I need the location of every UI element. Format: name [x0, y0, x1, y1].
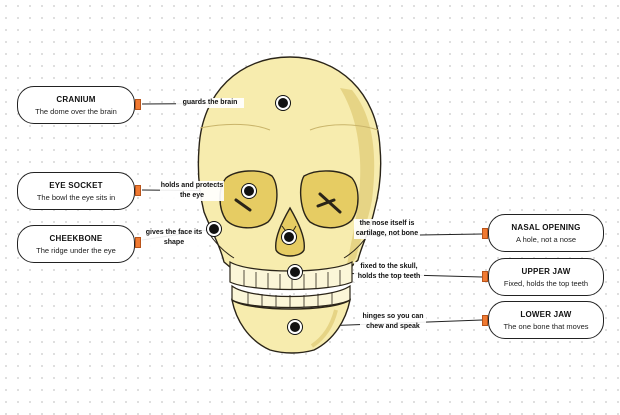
- note-lower-jaw: hinges so you can chew and speak: [360, 312, 426, 332]
- callout-cheekbone: CHEEKBONE The ridge under the eye: [17, 225, 135, 263]
- callout-tab: [482, 315, 488, 326]
- callout-title: NASAL OPENING: [511, 223, 581, 232]
- callout-title: CRANIUM: [56, 95, 96, 104]
- marker-nasal-opening[interactable]: [282, 230, 296, 244]
- callout-tab: [135, 237, 141, 248]
- note-cranium: guards the brain: [176, 98, 244, 108]
- note-eye-socket: holds and protects the eye: [160, 181, 224, 201]
- callout-tab: [135, 99, 141, 110]
- callout-cranium: CRANIUM The dome over the brain: [17, 86, 135, 124]
- callout-desc: The one bone that moves: [503, 322, 589, 331]
- callout-nasal-opening: NASAL OPENING A hole, not a nose: [488, 214, 604, 252]
- callout-desc: A hole, not a nose: [515, 235, 577, 244]
- callout-tab: [482, 228, 488, 239]
- callout-desc: The bowl the eye sits in: [36, 193, 116, 202]
- marker-cranium[interactable]: [276, 96, 290, 110]
- callout-tab: [482, 271, 488, 282]
- callout-tab: [135, 185, 141, 196]
- note-cheekbone: gives the face its shape: [141, 228, 207, 248]
- callout-upper-jaw: UPPER JAW Fixed, holds the top teeth: [488, 258, 604, 296]
- callout-title: UPPER JAW: [521, 267, 571, 276]
- marker-upper-jaw[interactable]: [288, 265, 302, 279]
- callout-desc: The ridge under the eye: [36, 246, 116, 255]
- callout-title: CHEEKBONE: [49, 234, 103, 243]
- marker-cheekbone[interactable]: [207, 222, 221, 236]
- callout-desc: The dome over the brain: [35, 107, 117, 116]
- marker-lower-jaw[interactable]: [288, 320, 302, 334]
- callout-title: LOWER JAW: [520, 310, 572, 319]
- note-upper-jaw: fixed to the skull, holds the top teeth: [354, 262, 424, 282]
- callout-desc: Fixed, holds the top teeth: [503, 279, 589, 288]
- callout-eye-socket: EYE SOCKET The bowl the eye sits in: [17, 172, 135, 210]
- marker-eye-socket[interactable]: [242, 184, 256, 198]
- callout-title: EYE SOCKET: [49, 181, 103, 190]
- note-nasal: the nose itself is cartilage, not bone: [354, 219, 420, 239]
- callout-lower-jaw: LOWER JAW The one bone that moves: [488, 301, 604, 339]
